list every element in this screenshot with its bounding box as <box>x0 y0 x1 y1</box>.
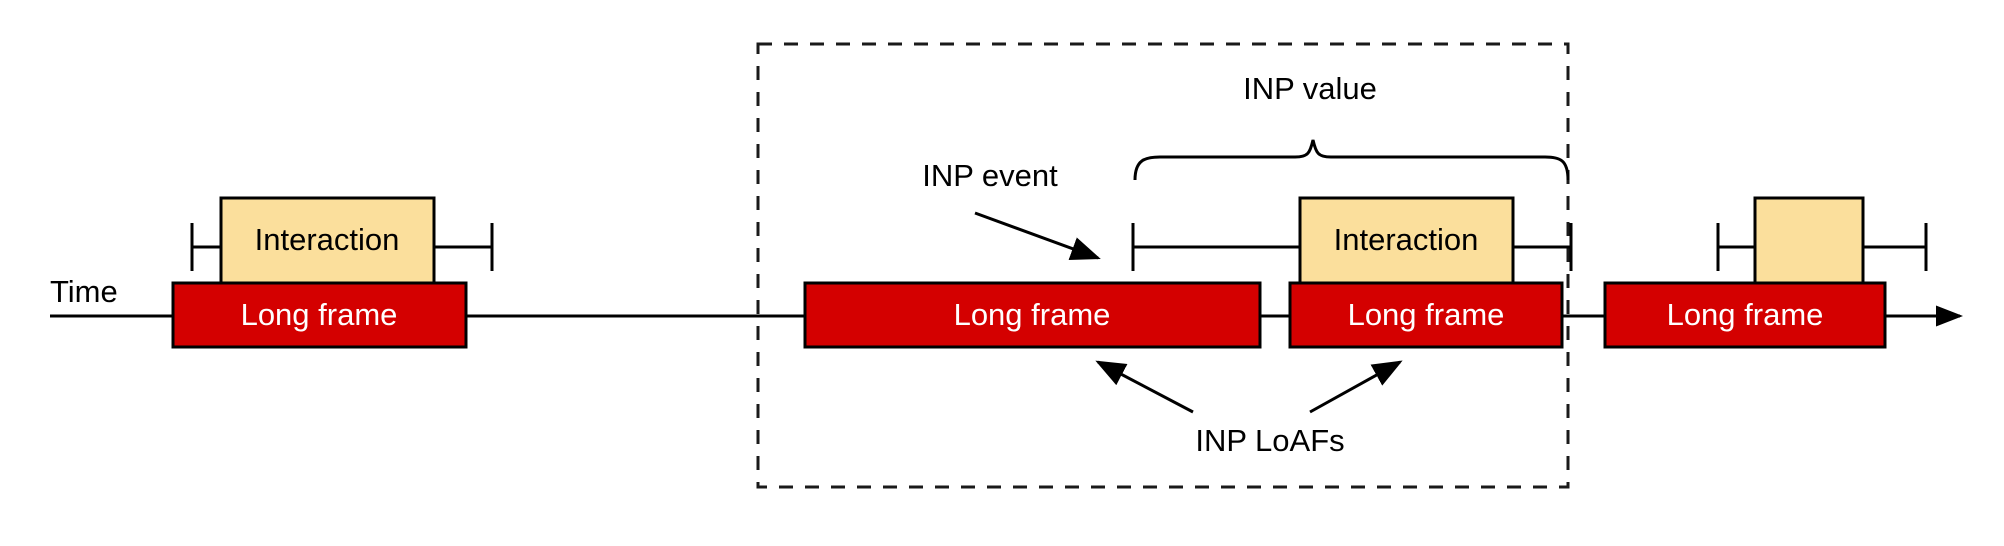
inp-loafs-arrow-right <box>1309 360 1403 414</box>
group-3-long-frame-label: Long frame <box>1348 297 1505 332</box>
group-4-interaction-caliper <box>1716 223 1928 271</box>
group-3-interaction-caliper <box>1131 223 1573 271</box>
group-1-interaction-box <box>219 196 436 285</box>
time-axis-label: Time <box>50 274 118 309</box>
group-3-long-frame-box <box>1288 281 1564 349</box>
inp-event-annotation: INP event <box>922 158 1101 260</box>
group-4-interaction-box <box>1753 196 1865 285</box>
group-4-long-frame-label: Long frame <box>1667 297 1824 332</box>
group-3: Long frame Interaction <box>1131 196 1573 349</box>
group-1-interaction-caliper <box>190 223 494 271</box>
group-4-long-frame-box <box>1603 281 1887 349</box>
group-2-long-frame-box <box>803 281 1262 349</box>
inp-value-label: INP value <box>1243 71 1377 106</box>
inp-value-annotation: INP value <box>1133 71 1570 181</box>
group-1-interaction-label: Interaction <box>255 222 400 257</box>
inp-value-curly-brace <box>1133 139 1570 181</box>
group-1-long-frame-label: Long frame <box>241 297 398 332</box>
inp-loafs-arrow-left <box>1095 360 1194 414</box>
group-2: Long frame <box>803 281 1262 349</box>
inp-event-label: INP event <box>922 158 1058 193</box>
inp-loafs-label: INP LoAFs <box>1195 423 1344 458</box>
group-3-interaction-box <box>1298 196 1515 285</box>
inp-loafs-annotation: INP LoAFs <box>1095 360 1403 458</box>
inp-event-arrow <box>974 211 1101 260</box>
group-3-interaction-label: Interaction <box>1334 222 1479 257</box>
group-2-long-frame-label: Long frame <box>954 297 1111 332</box>
group-1: Long frame Interaction <box>171 196 494 349</box>
group-4: Long frame <box>1603 196 1928 349</box>
